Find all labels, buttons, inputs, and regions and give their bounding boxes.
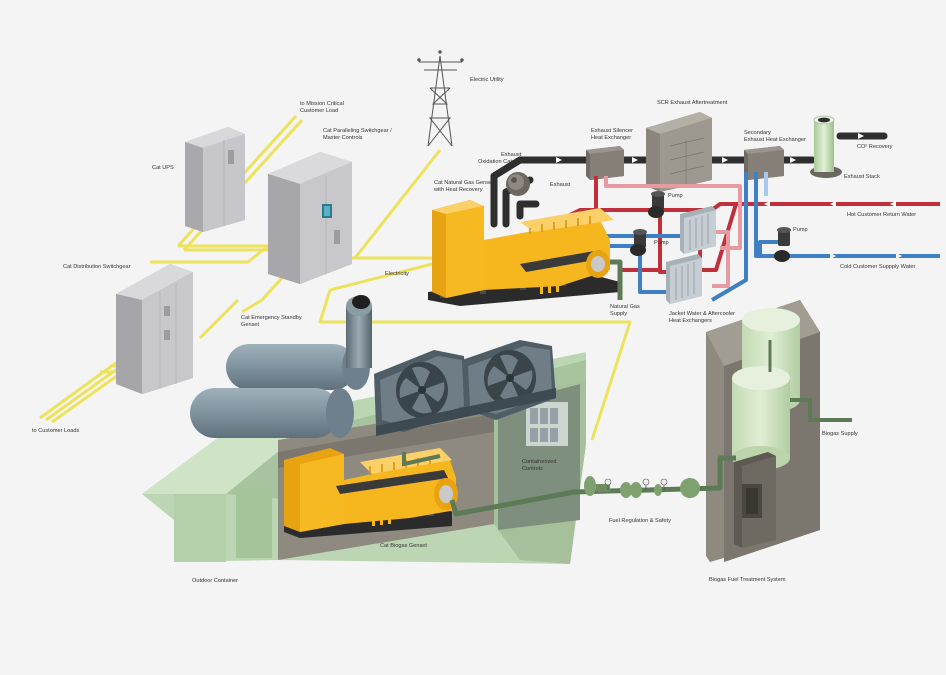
- label-electricity: Electricity: [385, 271, 409, 277]
- label-co2: CO² Recovery: [857, 144, 893, 150]
- label-scr: SCR Exhaust Aftertreatment: [657, 100, 728, 106]
- label-exhaust: Exhaust: [550, 182, 571, 188]
- natural-gas-supply-pipe: [610, 259, 623, 300]
- label-paralleling-switchgear: Cat Paralleling Switchgear /Master Contr…: [323, 128, 392, 141]
- exhaust-stack: [810, 115, 842, 178]
- exhaust-flow-arrows: [556, 133, 864, 163]
- label-pump-2: Pump: [654, 240, 669, 246]
- biogas-genset: [284, 448, 458, 538]
- scr-aftertreatment: [646, 112, 712, 192]
- hot-water-pipes-light: [604, 176, 742, 288]
- ups-cabinet: [185, 127, 245, 232]
- silencer-heat-exchanger: [586, 146, 624, 180]
- radiator-fans: [374, 340, 556, 436]
- label-pump-3: Pump: [793, 227, 808, 233]
- label-cold-supply: Cold Customer Suppply Water: [840, 264, 916, 270]
- pump-1: [648, 191, 665, 218]
- cold-water-pipes: [560, 172, 940, 302]
- electric-utility-tower: [417, 50, 464, 147]
- label-ups: Cat UPS: [152, 165, 174, 171]
- fuel-regulation-train: [449, 455, 736, 517]
- label-customer-loads: to Customer Loads: [32, 428, 80, 434]
- biogas-treatment-system: [706, 300, 852, 562]
- label-electric-utility: Electric Utility: [470, 77, 504, 83]
- paralleling-switchgear: [268, 152, 352, 284]
- label-exhaust-stack: Exhaust Stack: [844, 174, 880, 180]
- pump-3: [774, 227, 791, 262]
- pump-2: [630, 229, 647, 256]
- label-hot-return: Hot Customer Return Water: [847, 212, 917, 218]
- jacket-water-heat-exchangers: [666, 206, 716, 304]
- natural-gas-genset: [428, 200, 620, 306]
- label-biogas-genset: Cat Biogas Genset: [380, 543, 427, 549]
- label-distribution-switchgear: Cat Distribution Switchgear: [63, 264, 131, 270]
- label-pump-1: Pump: [668, 193, 683, 199]
- label-biogas-supply: Biogas Supply: [822, 431, 858, 437]
- label-outdoor-container: Outdoor Container: [192, 578, 239, 584]
- emergency-standby-genset: [190, 295, 372, 438]
- label-fuel-regulation: Fuel Regulation & Safety: [609, 518, 671, 524]
- distribution-switchgear: [116, 264, 193, 394]
- oxidation-catalyst: [506, 172, 530, 196]
- label-biogas-treatment: Biogas Fuel Treatment System: [709, 577, 786, 583]
